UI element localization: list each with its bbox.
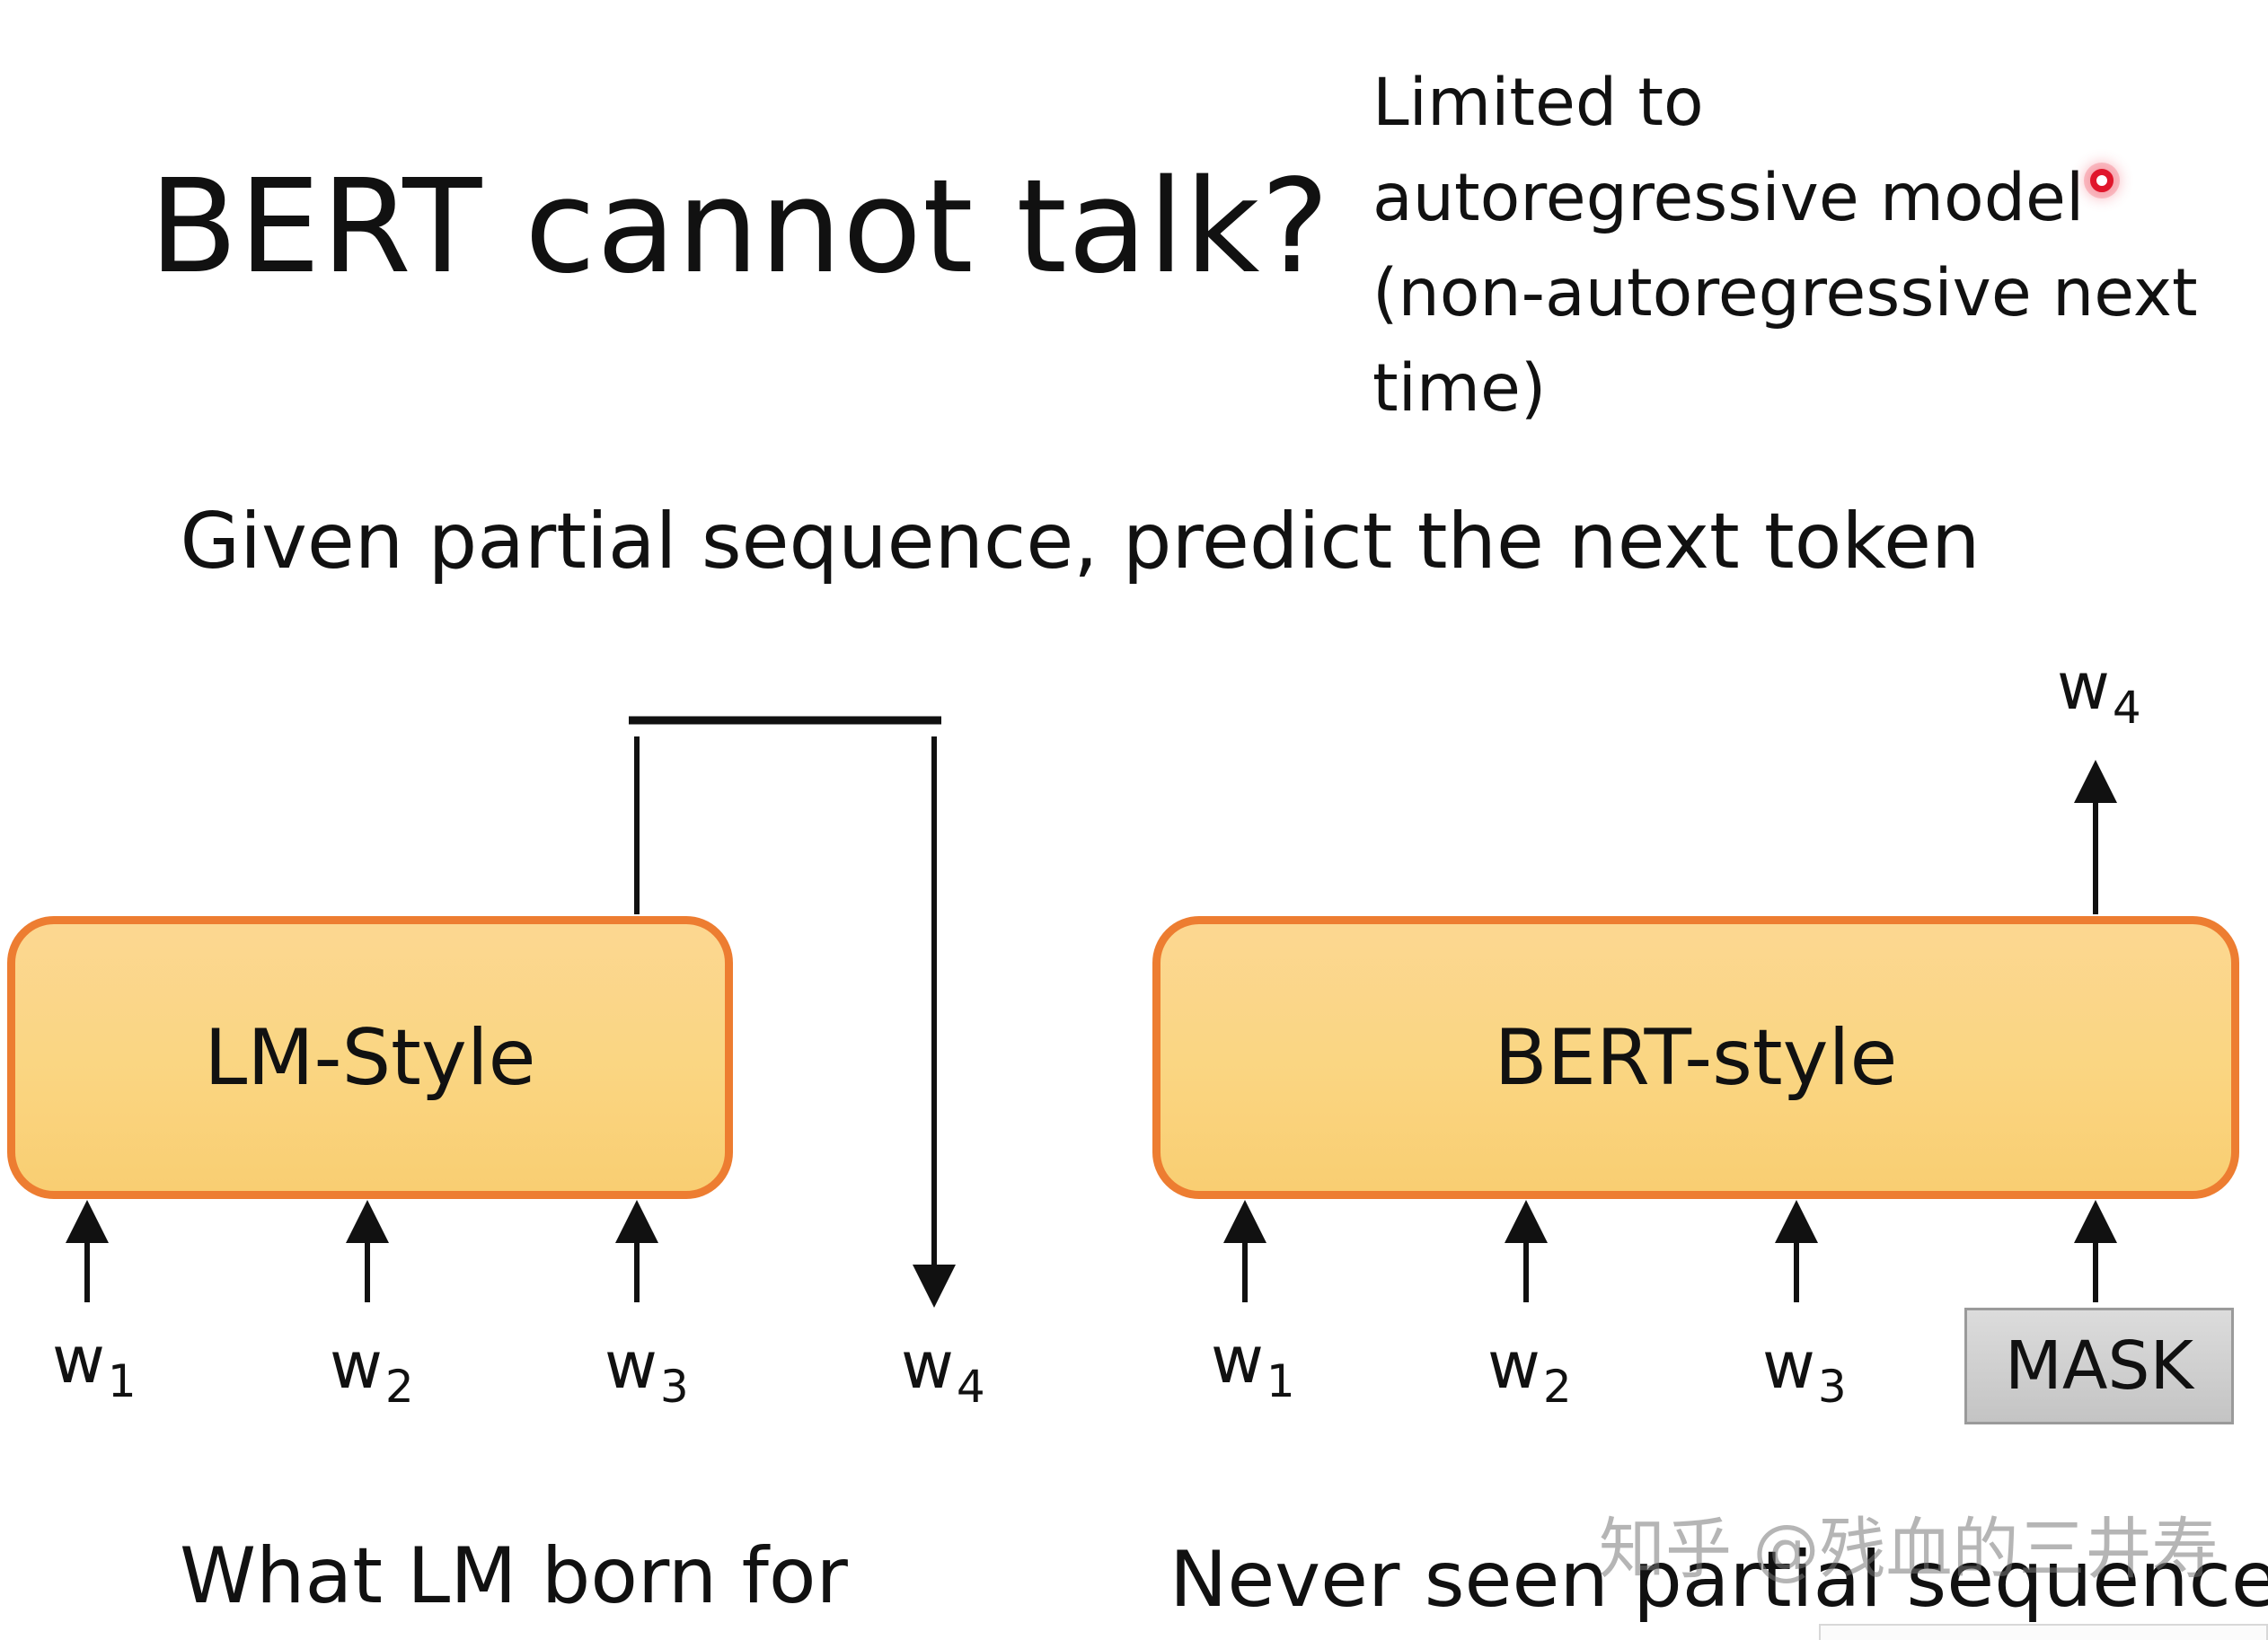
slide-title: BERT cannot talk? <box>149 151 1330 302</box>
lm-caption: What LM born for <box>180 1531 848 1621</box>
token-base: w <box>901 1327 954 1403</box>
slide-subtitle: Given partial sequence, predict the next… <box>0 503 2268 580</box>
laser-pointer-icon <box>2090 169 2114 192</box>
token-subscript: 4 <box>956 1361 985 1413</box>
token-subscript: 4 <box>2112 682 2141 734</box>
token-subscript: 3 <box>1817 1361 1847 1413</box>
bert-input-w2: w2 <box>1487 1333 1572 1409</box>
mask-token-label: MASK <box>2005 1327 2193 1405</box>
token-base: w <box>1211 1322 1264 1398</box>
token-subscript: 1 <box>107 1355 137 1407</box>
lm-style-label: LM-Style <box>204 1012 536 1103</box>
bert-style-box: BERT-style <box>1152 916 2239 1199</box>
token-subscript: 1 <box>1266 1355 1295 1407</box>
lm-style-box: LM-Style <box>7 916 733 1199</box>
bert-input-w1: w1 <box>1211 1327 1295 1404</box>
lm-input-w2: w2 <box>330 1333 414 1409</box>
token-subscript: 3 <box>659 1361 689 1413</box>
token-base: w <box>1762 1327 1815 1403</box>
side-note-line: Limited to <box>1372 65 1704 141</box>
bert-input-w3: w3 <box>1762 1333 1847 1409</box>
token-subscript: 2 <box>384 1361 414 1413</box>
footer-strip <box>1819 1624 2268 1640</box>
token-base: w <box>2057 648 2110 724</box>
lm-input-w3: w3 <box>605 1333 689 1409</box>
side-note-line: autoregressive model <box>1372 160 2085 236</box>
lm-output-w4: w4 <box>901 1333 985 1409</box>
token-base: w <box>52 1322 105 1398</box>
lm-input-w1: w1 <box>52 1327 137 1404</box>
subtitle-text: Given partial sequence, predict the next… <box>180 497 1981 586</box>
bert-caption: Never seen partial sequence <box>1169 1535 2268 1625</box>
side-note-line: time) <box>1372 350 1547 427</box>
token-subscript: 2 <box>1542 1361 1572 1413</box>
token-base: w <box>330 1327 383 1403</box>
token-base: w <box>1487 1327 1540 1403</box>
side-note-line: (non-autoregressive next <box>1372 255 2198 331</box>
bert-output-w4: w4 <box>2057 654 2141 730</box>
watermark-text: 知乎 @残血的三井寿 <box>1599 1511 2219 1588</box>
bert-style-label: BERT-style <box>1494 1012 1898 1103</box>
mask-token-box: MASK <box>1964 1308 2234 1424</box>
token-base: w <box>605 1327 657 1403</box>
side-note: Limited to autoregressive model (non-aut… <box>1372 56 2235 436</box>
